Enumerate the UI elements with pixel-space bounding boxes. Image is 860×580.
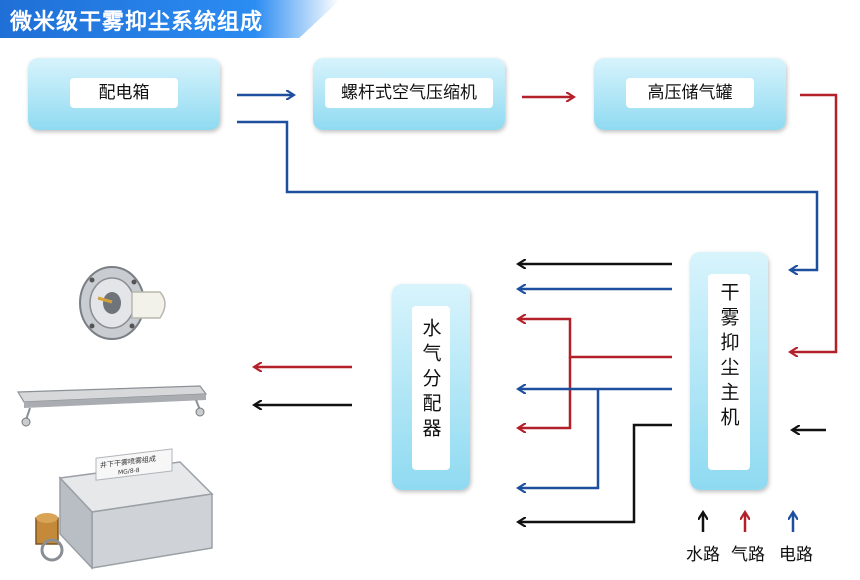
host-power-branch-lower (518, 389, 600, 488)
legend-air-label: 气路 (731, 545, 765, 565)
distributor-node: 水气分配器 (392, 284, 470, 490)
legend-water-label: 水路 (686, 545, 720, 565)
svg-text:MG/8-8: MG/8-8 (118, 467, 140, 477)
control-box-image: 井下干雾喷雾组成 MG/8-8 (35, 448, 214, 570)
legend-power-label: 电路 (779, 545, 813, 565)
diagram-title: 微米级干雾抑尘系统组成 (10, 10, 264, 35)
spray-bar-image (16, 385, 208, 427)
distributor-label-panel: 水气分配器 (412, 306, 450, 470)
distribution-box-node: 配电箱 (28, 58, 220, 130)
host-label-panel: 干雾抑尘主机 (708, 274, 750, 470)
host-label: 干雾抑尘主机 (717, 282, 740, 432)
title-banner (0, 0, 340, 38)
compressor-node: 螺杆式空气压缩机 (313, 58, 505, 130)
air-to-host-line (790, 93, 838, 352)
distribution-box-label: 配电箱 (70, 78, 178, 108)
distributor-label: 水气分配器 (419, 318, 442, 443)
power-to-host-line (237, 120, 819, 270)
host-water-branch (518, 423, 672, 522)
compressor-label: 螺杆式空气压缩机 (325, 78, 493, 108)
host-node: 干雾抑尘主机 (690, 252, 768, 490)
tank-label: 高压储气罐 (626, 78, 754, 108)
host-air-branch (518, 319, 672, 359)
host-air-branch-lower (518, 357, 572, 428)
nozzle-image (79, 266, 166, 340)
tank-node: 高压储气罐 (594, 58, 786, 130)
